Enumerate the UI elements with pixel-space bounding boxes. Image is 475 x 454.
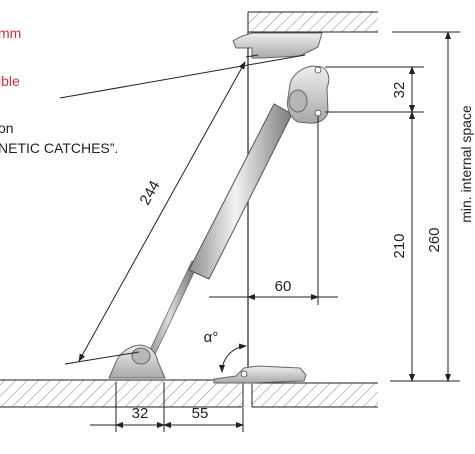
bottom-right-panel [251, 382, 378, 408]
dim-bracket-offset: 60 [275, 278, 292, 295]
dim-total-span: 260 [426, 227, 443, 252]
note-line-2: ible [0, 73, 20, 89]
strut-cylinder [188, 103, 293, 280]
bottom-left-panel [0, 379, 244, 408]
dim-base-width: 32 [132, 405, 149, 422]
magnetic-catch-bottom [213, 365, 307, 384]
magnetic-catch-top [232, 32, 323, 59]
note-line-4: NETIC CATCHES”. [0, 140, 118, 156]
dim-base-offset: 55 [192, 405, 209, 422]
dimension-lines [64, 31, 460, 432]
note-leader-line [59, 54, 306, 99]
top-panel [247, 11, 378, 33]
dim-vertical-span: 210 [391, 233, 408, 258]
upper-bracket [287, 65, 330, 124]
dim-min-internal-space: min. internal space [458, 105, 474, 223]
dim-angle: α° [204, 329, 219, 346]
dim-bracket-height: 32 [391, 82, 408, 99]
note-line-1: mm [0, 25, 21, 41]
dim-strut-length: 244 [137, 178, 164, 208]
note-line-3: on [0, 120, 14, 136]
